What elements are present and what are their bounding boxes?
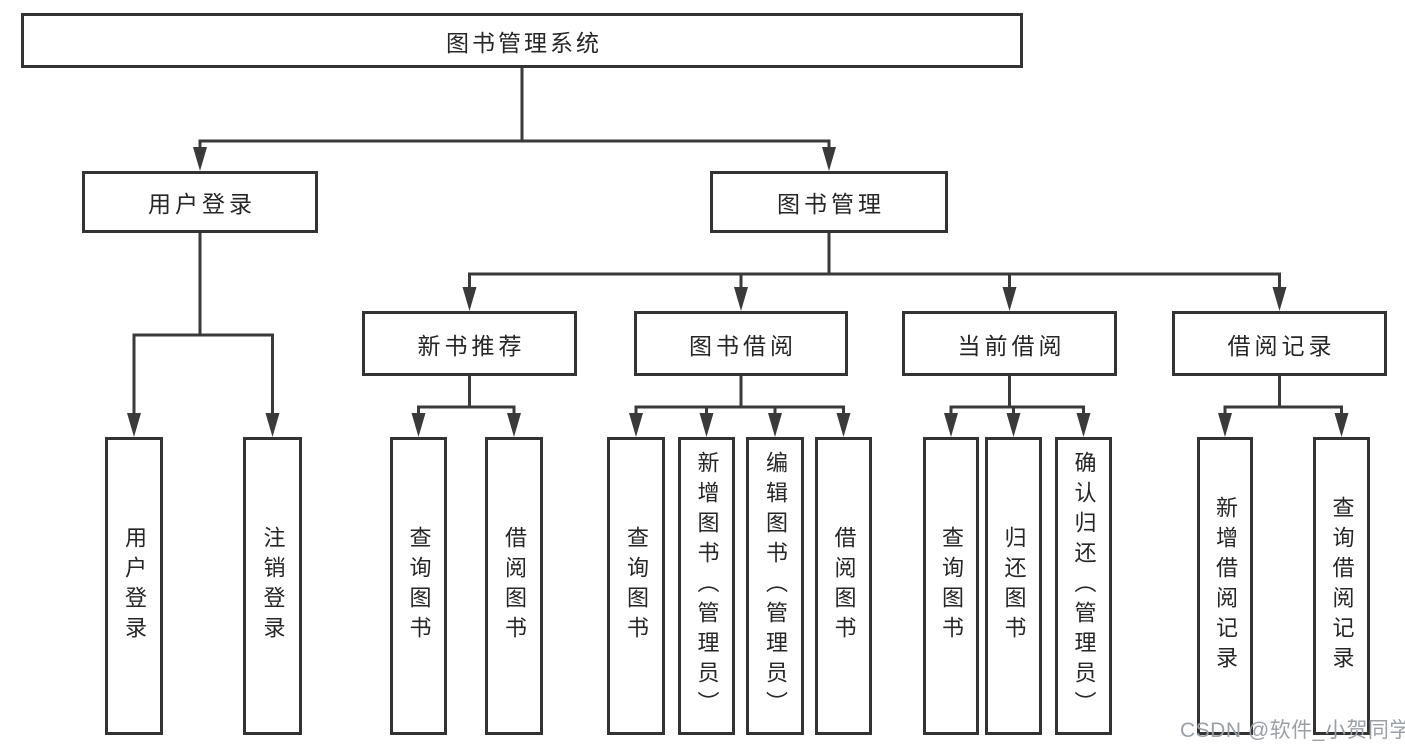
node-login: 用户登录: [105, 437, 163, 735]
node-bb-query: 查询图书: [607, 437, 665, 735]
node-br-query: 查询借阅记录: [1313, 437, 1370, 735]
node-bb-add: 新增图书（管理员）: [678, 437, 735, 735]
node-new-book-rec: 新书推荐: [362, 311, 577, 376]
node-user-login: 用户登录: [82, 171, 318, 233]
node-root: 图书管理系统: [21, 13, 1023, 68]
node-cb-query: 查询图书: [923, 437, 979, 735]
node-cb-return: 归还图书: [985, 437, 1042, 735]
node-cb-confirm: 确认归还（管理员）: [1055, 437, 1112, 735]
node-logout: 注销登录: [243, 437, 302, 735]
node-nb-borrow: 借阅图书: [485, 437, 543, 735]
node-bb-edit: 编辑图书（管理员）: [746, 437, 804, 735]
node-br-add: 新增借阅记录: [1197, 437, 1253, 735]
watermark-text: CSDN @软件_小贺同学: [1180, 719, 1405, 742]
node-bb-borrow: 借阅图书: [815, 437, 872, 735]
node-book-mgmt: 图书管理: [710, 171, 948, 233]
node-book-borrow: 图书借阅: [634, 311, 848, 376]
node-current-borrow: 当前借阅: [902, 311, 1117, 376]
node-borrow-record: 借阅记录: [1172, 311, 1387, 376]
node-nb-query: 查询图书: [390, 437, 447, 735]
